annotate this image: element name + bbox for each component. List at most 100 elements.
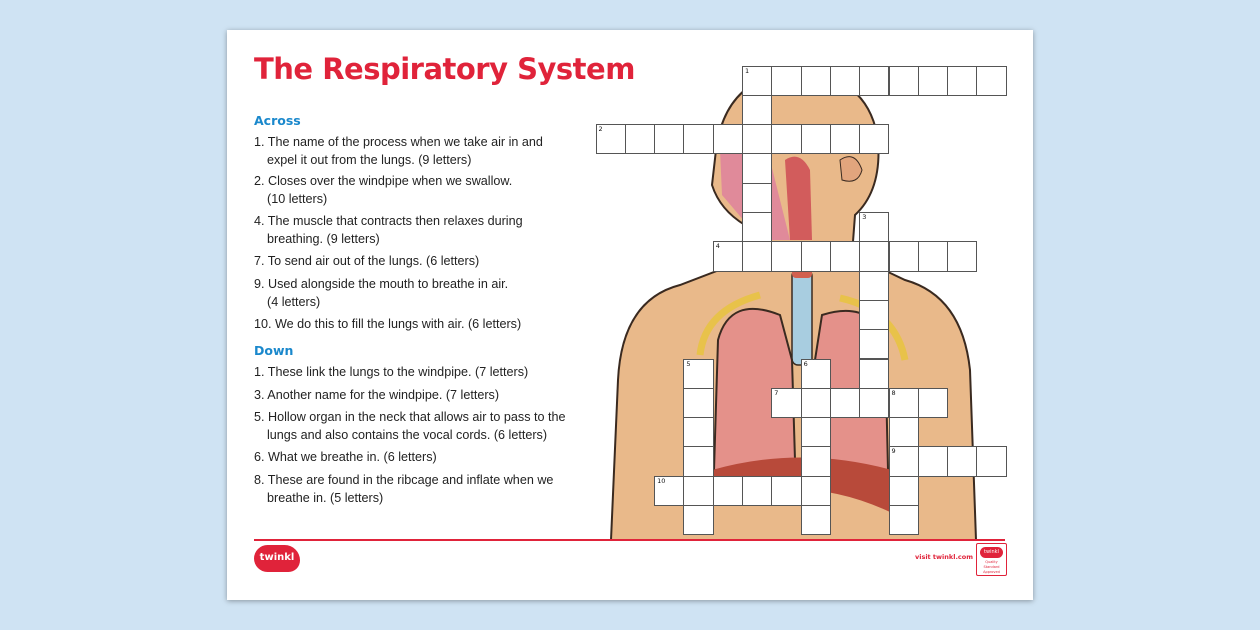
crossword-cell[interactable] <box>859 358 890 389</box>
clue-line: 5. Hollow organ in the neck that allows … <box>254 410 566 424</box>
crossword-cell[interactable] <box>888 475 919 506</box>
crossword-cell[interactable] <box>800 446 831 477</box>
crossword-cell[interactable] <box>888 65 919 96</box>
clue-number: 10 <box>657 476 666 485</box>
badge-text: Quality Standard Approved <box>983 560 1000 574</box>
crossword-cell[interactable] <box>829 241 861 272</box>
crossword-cell[interactable] <box>712 475 743 506</box>
crossword-cell[interactable] <box>800 505 831 536</box>
clue-line: expel it out from the lungs. (9 letters) <box>267 152 472 167</box>
crossword-cell[interactable]: 1 <box>742 65 773 96</box>
clue-number: 3 <box>862 213 867 221</box>
down-clue: 5. Hollow organ in the neck that allows … <box>254 409 599 444</box>
crossword-cell[interactable]: 5 <box>683 358 714 389</box>
crossword-cell[interactable] <box>800 387 831 419</box>
crossword-cell[interactable]: 10 <box>654 475 685 506</box>
crossword-cell[interactable] <box>683 124 714 155</box>
crossword-cell[interactable] <box>683 475 714 506</box>
clue-line: 1. The name of the process when we take … <box>254 135 543 149</box>
crossword-cell[interactable] <box>742 94 773 126</box>
crossword-cell[interactable] <box>771 124 802 155</box>
crossword-cell[interactable]: 3 <box>859 212 890 243</box>
crossword-cell[interactable] <box>771 475 802 506</box>
crossword-cell[interactable] <box>888 241 919 272</box>
across-clue: 4. The muscle that contracts then relaxe… <box>254 213 599 248</box>
crossword-cell[interactable] <box>917 387 949 419</box>
crossword-cell[interactable] <box>771 241 802 272</box>
clue-line: 2. Closes over the windpipe when we swal… <box>254 174 513 188</box>
across-heading: Across <box>254 113 301 128</box>
crossword-cell[interactable] <box>917 446 949 477</box>
crossword-cell[interactable] <box>917 241 949 272</box>
crossword-cell[interactable] <box>800 241 831 272</box>
crossword-cell[interactable] <box>800 475 831 506</box>
crossword-cell[interactable] <box>800 124 831 155</box>
clue-line: breathe in. (5 letters) <box>267 490 384 505</box>
clue-number: 4 <box>715 242 720 251</box>
crossword-cell[interactable]: 9 <box>888 446 919 477</box>
down-heading: Down <box>254 343 294 358</box>
across-clue: 10. We do this to fill the lungs with ai… <box>254 316 599 334</box>
crossword-cell[interactable]: 6 <box>800 358 831 389</box>
across-clue: 7. To send air out of the lungs. (6 lett… <box>254 253 599 271</box>
twinkl-logo[interactable]: twinkl <box>254 545 300 572</box>
crossword-cell[interactable] <box>947 65 978 96</box>
down-clue: 1. These link the lungs to the windpipe.… <box>254 364 599 382</box>
crossword-cell[interactable] <box>829 387 861 419</box>
crossword-cell[interactable] <box>742 241 773 272</box>
crossword-cell[interactable] <box>683 417 714 448</box>
crossword-cell[interactable] <box>859 270 890 301</box>
crossword-cell[interactable] <box>742 475 773 506</box>
visit-link[interactable]: visit twinkl.com <box>915 553 974 561</box>
crossword-cell[interactable] <box>917 65 949 96</box>
crossword-cell[interactable] <box>683 446 714 477</box>
crossword-cell[interactable] <box>859 329 890 360</box>
crossword-cell[interactable] <box>859 299 890 331</box>
crossword-cell[interactable] <box>829 65 861 96</box>
crossword-cell[interactable] <box>976 65 1007 96</box>
crossword-cell[interactable] <box>859 124 890 155</box>
crossword-cell[interactable]: 2 <box>595 124 626 155</box>
crossword-cell[interactable] <box>624 124 656 155</box>
crossword-cell[interactable] <box>742 153 773 184</box>
crossword-cell[interactable] <box>947 446 978 477</box>
clue-number: 1 <box>745 66 750 75</box>
crossword-cell[interactable]: 4 <box>712 241 743 272</box>
clue-line: 1. These link the lungs to the windpipe.… <box>254 365 529 379</box>
quality-badge: twinkl Quality Standard Approved <box>976 543 1007 576</box>
crossword-cell[interactable] <box>742 212 773 243</box>
crossword-cell[interactable] <box>859 387 890 419</box>
clue-line: breathing. (9 letters) <box>267 231 380 246</box>
crossword-cell[interactable] <box>742 182 773 213</box>
crossword-cell[interactable] <box>859 65 890 96</box>
crossword-cell[interactable] <box>654 124 685 155</box>
across-clue: 2. Closes over the windpipe when we swal… <box>254 173 599 208</box>
across-clue: 9. Used alongside the mouth to breathe i… <box>254 276 599 311</box>
clue-number: 8 <box>891 388 896 397</box>
page-title: The Respiratory System <box>254 52 635 86</box>
crossword-cell[interactable]: 7 <box>771 387 802 419</box>
clue-line: 3. Another name for the windpipe. (7 let… <box>254 388 500 402</box>
crossword-cell[interactable] <box>683 505 714 536</box>
crossword-cell[interactable] <box>888 417 919 448</box>
crossword-cell[interactable] <box>683 387 714 419</box>
clue-line: 8. These are found in the ribcage and in… <box>254 473 554 487</box>
badge-logo: twinkl <box>980 547 1003 558</box>
footer-divider <box>254 539 1005 541</box>
crossword-cell[interactable] <box>888 505 919 536</box>
crossword-cell[interactable] <box>742 124 773 155</box>
clue-line: 6. What we breathe in. (6 letters) <box>254 450 437 464</box>
down-clue: 3. Another name for the windpipe. (7 let… <box>254 387 599 405</box>
clue-number: 2 <box>598 125 603 134</box>
crossword-cell[interactable] <box>771 65 802 96</box>
crossword-cell[interactable] <box>800 65 831 96</box>
crossword-cell[interactable] <box>859 241 890 272</box>
crossword-cell[interactable] <box>947 241 978 272</box>
crossword-cell[interactable] <box>976 446 1007 477</box>
crossword-cell[interactable] <box>800 417 831 448</box>
crossword-cell[interactable] <box>829 124 861 155</box>
clue-line: (4 letters) <box>267 294 321 309</box>
crossword-cell[interactable] <box>712 124 743 155</box>
crossword-cell[interactable]: 8 <box>888 387 919 419</box>
